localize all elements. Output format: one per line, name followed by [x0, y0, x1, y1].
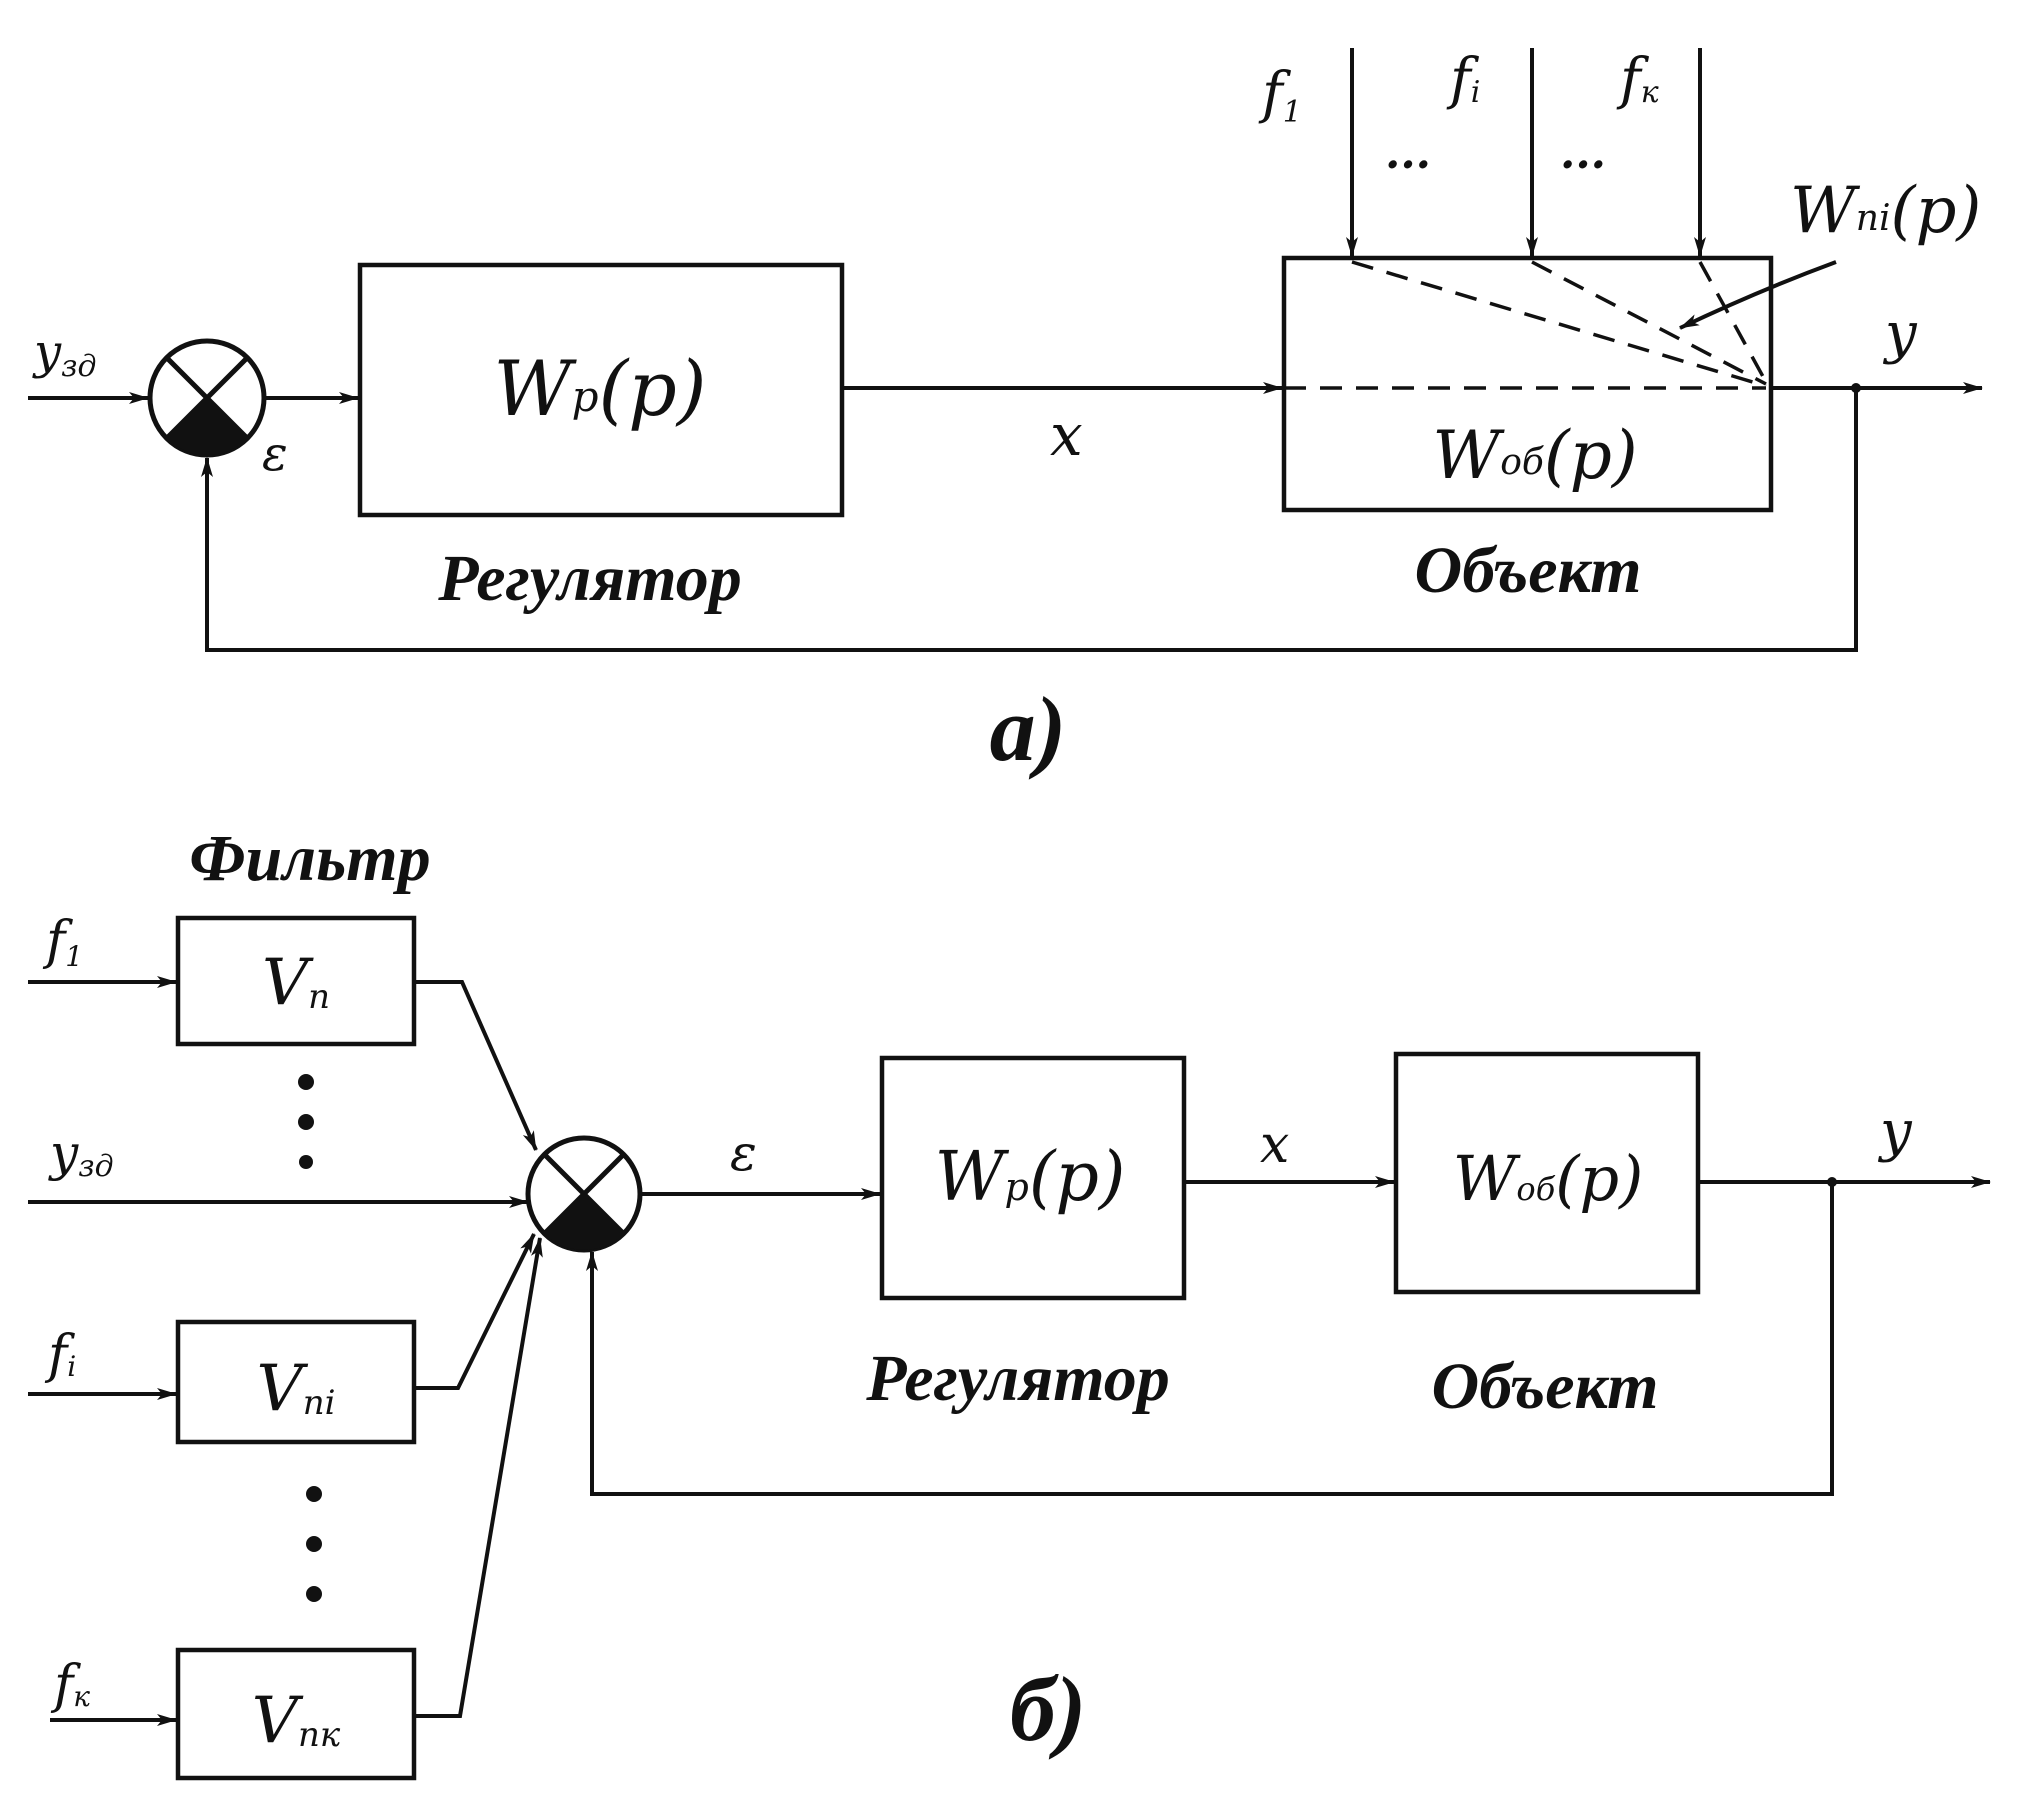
- disturbance-label-fk-a: fк: [1616, 47, 1659, 112]
- object-dashed-path-fi: [1531, 260, 1767, 386]
- disturbance-ellipsis-2: ...: [1560, 128, 1606, 179]
- filter-block-k: [175, 1647, 417, 1781]
- controller-block-b: [879, 1055, 1187, 1301]
- filter-input-label-fi: fi: [44, 1325, 76, 1385]
- summing-junction-b: [525, 1135, 643, 1253]
- summing-junction-a: [147, 338, 267, 458]
- filter-tf-1: Vп: [262, 946, 330, 1020]
- object-dashed-path-f1: [1351, 260, 1767, 388]
- error-label-a: ε: [262, 426, 288, 482]
- output-label-a: y: [1882, 301, 1918, 366]
- filter-tf-i: Vпi: [257, 1352, 336, 1426]
- caption-a: а): [990, 678, 1067, 780]
- controller-tf-b: Wр(p): [935, 1138, 1126, 1217]
- object-caption-a: Объект: [1415, 534, 1642, 607]
- filter-input-label-fk: fк: [50, 1655, 90, 1715]
- filter-output-line-i: [414, 1233, 536, 1390]
- signal-x-label-a: x: [1050, 401, 1083, 469]
- signal-x-label-b: x: [1260, 1115, 1289, 1175]
- feedback-line-a: [201, 388, 1858, 652]
- object-tf-a: Wоб(p): [1432, 417, 1637, 494]
- filter-dots-upper: [298, 1074, 314, 1169]
- disturbance-ellipsis-1: ...: [1385, 128, 1431, 179]
- setpoint-label-b: yзд: [48, 1124, 114, 1184]
- error-label-b: ε: [730, 1124, 757, 1182]
- object-block-a: [1281, 255, 1774, 513]
- filter-output-line-k: [414, 1237, 543, 1718]
- filter-caption: Фильтр: [189, 822, 430, 895]
- feedback-line-b: [586, 1182, 1834, 1496]
- filter-block-i: [175, 1319, 417, 1445]
- disturbance-tf-label: Wпi(p): [1790, 174, 1981, 248]
- diagram-b: Фильтр f1 Vп yзд fi Vпi: [28, 822, 1991, 1781]
- filter-block-1: [175, 915, 417, 1047]
- object-caption-b: Объект: [1432, 1350, 1659, 1423]
- object-block-b: [1393, 1051, 1701, 1295]
- object-dashed-path-fk: [1698, 261, 1768, 383]
- disturbance-label-f1-a: f1: [1258, 61, 1302, 130]
- disturbance-label-fi-a: fi: [1446, 47, 1480, 112]
- filter-input-label-f1: f1: [42, 911, 83, 973]
- disturbance-tf-leader: [1679, 260, 1837, 330]
- controller-caption-b: Регулятор: [865, 1342, 1169, 1415]
- filter-dots-lower: [306, 1486, 322, 1602]
- controller-block-a: [357, 262, 845, 518]
- filter-tf-k: Vпк: [252, 1684, 341, 1758]
- controller-tf-a: Wр(p): [494, 344, 707, 433]
- output-label-b: y: [1877, 1099, 1913, 1164]
- controller-caption-a: Регулятор: [437, 542, 741, 615]
- caption-b: б): [1010, 1658, 1087, 1760]
- setpoint-label-a: yзд: [32, 324, 97, 384]
- diagram-a: yзд ε Wр(p) Регулятор x Wоб(p) Объект: [28, 47, 1983, 780]
- filter-output-line-1: [414, 980, 538, 1151]
- object-tf-b: Wоб(p): [1453, 1142, 1644, 1215]
